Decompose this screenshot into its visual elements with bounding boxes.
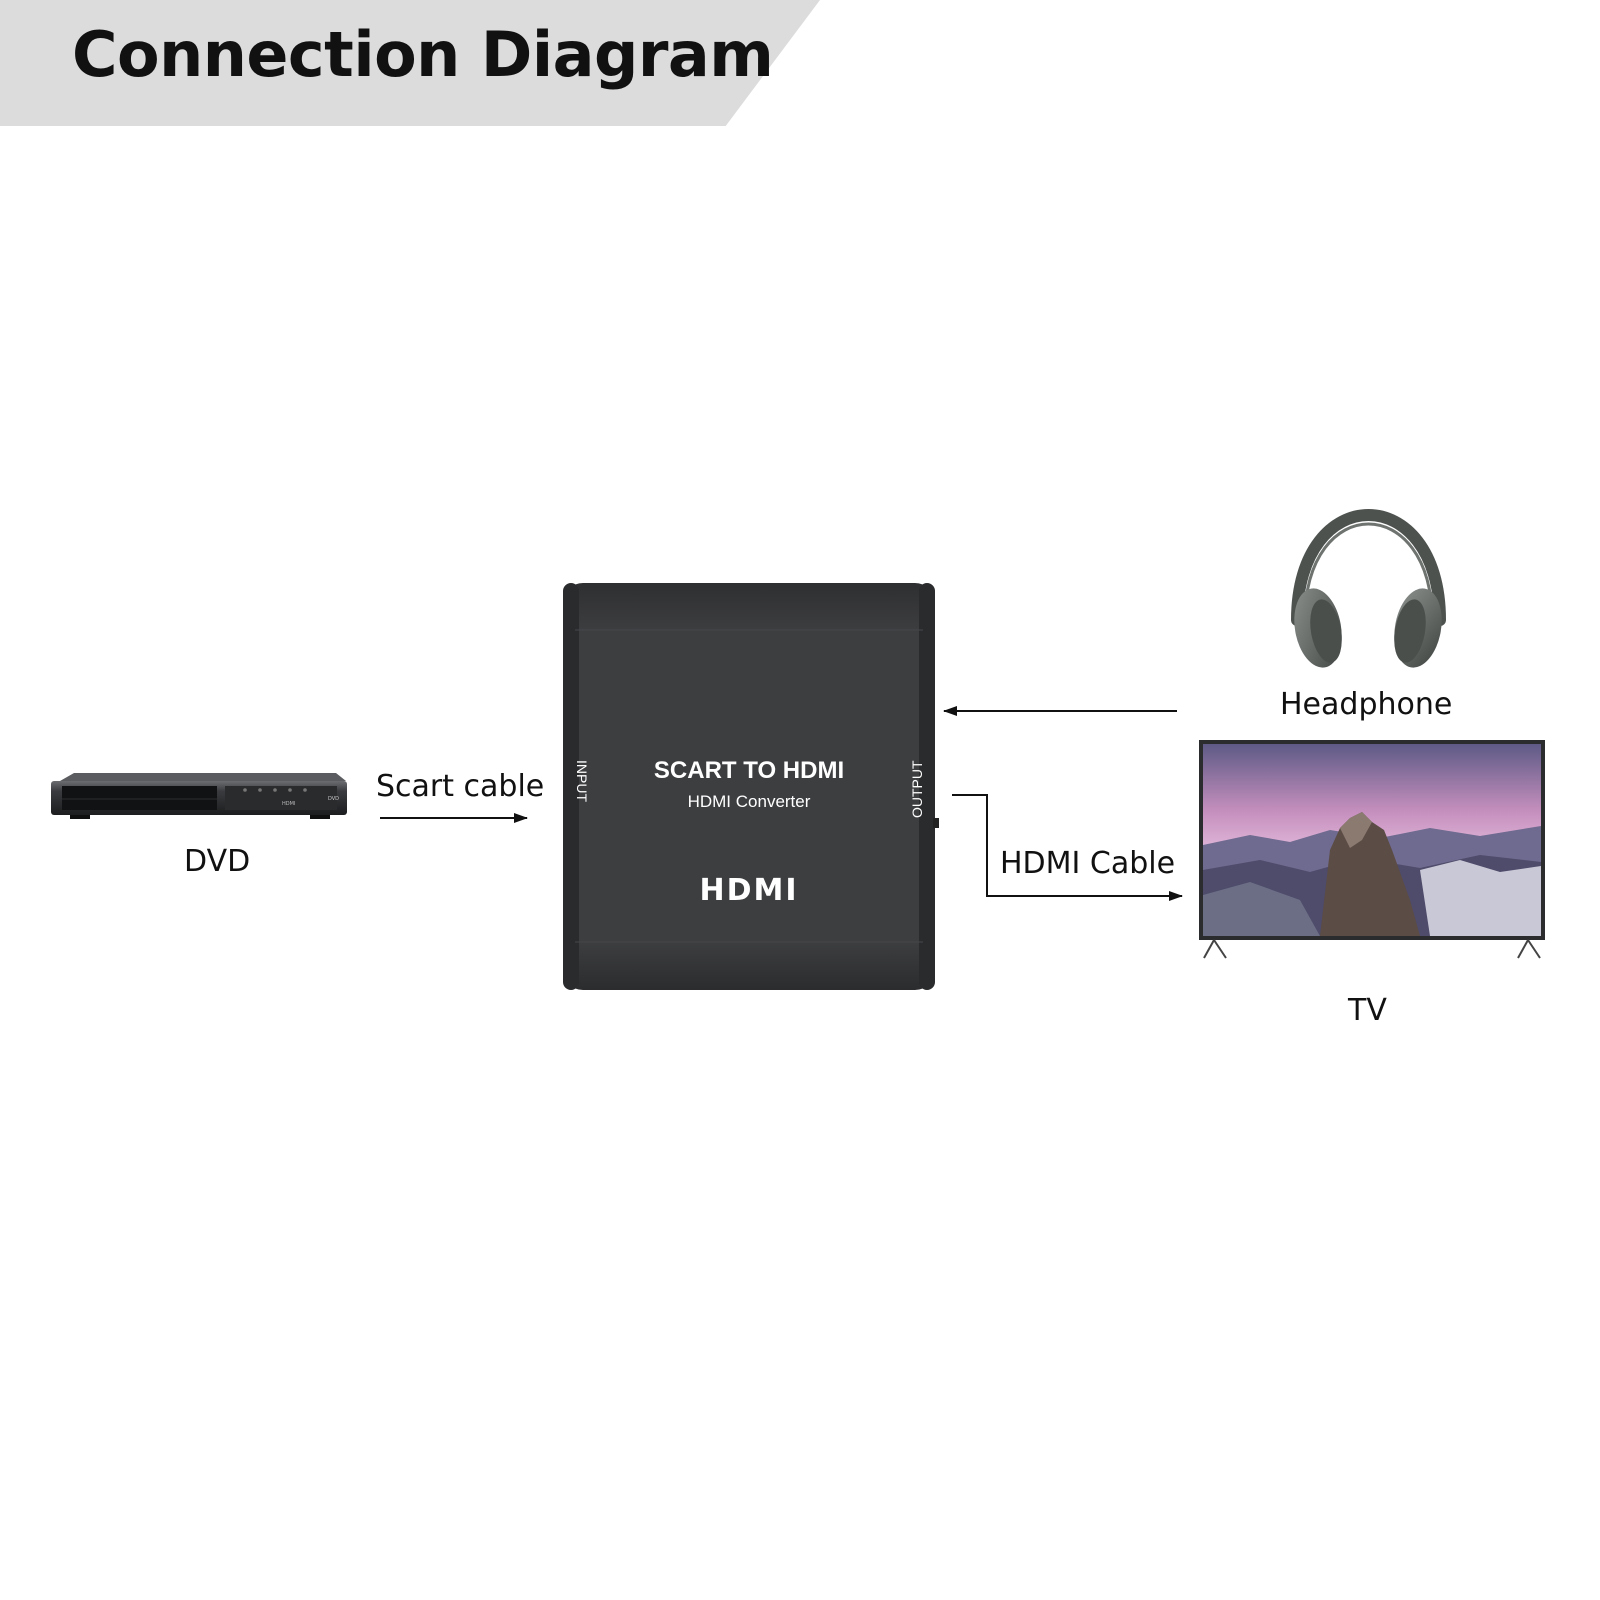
hdmi-cable-label: HDMI Cable [1000,846,1176,881]
converter-box-icon: SCART TO HDMI HDMI Converter HDMI INPUT … [563,583,939,990]
dvd-brand-text: HDMI [282,801,295,807]
hdmi-logo: HDMI [699,873,798,908]
headphone-icon [1291,509,1446,668]
converter-subtitle: HDMI Converter [688,792,811,811]
input-port-label: INPUT [574,760,590,802]
page-title: Connection Diagram [72,18,774,91]
dvd-label: DVD [184,844,251,879]
headphone-label: Headphone [1280,687,1453,722]
output-port-label: OUTPUT [909,760,925,818]
tv-icon [1199,740,1545,959]
converter-title: SCART TO HDMI [654,757,844,784]
hdmi-arrow [952,794,1183,901]
scart-cable-label: Scart cable [376,769,545,804]
dvd-badge-text: DVD [328,796,339,802]
tv-label: TV [1348,993,1387,1028]
title-banner [0,0,820,126]
dvd-player-icon: HDMI DVD [51,773,347,819]
